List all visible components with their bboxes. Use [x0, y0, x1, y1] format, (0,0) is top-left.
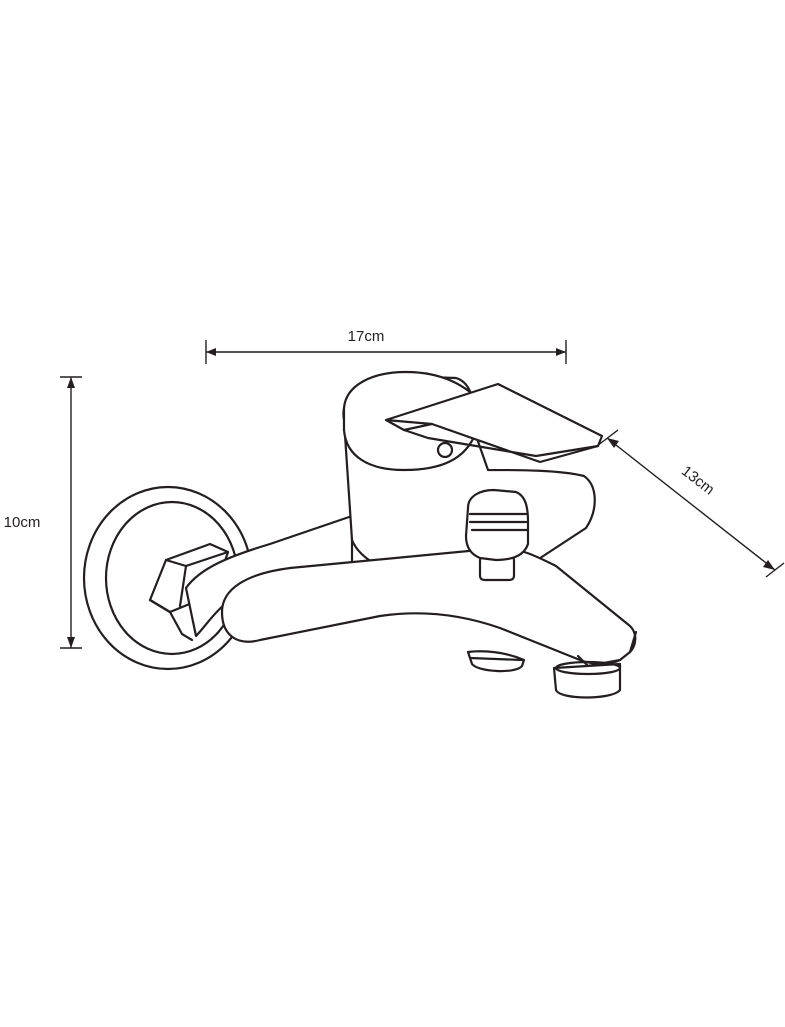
height-label: 10cm: [4, 514, 41, 531]
aerator: [552, 662, 622, 699]
height-dimension: 10cm: [4, 376, 82, 649]
pivot-pin: [436, 441, 454, 459]
width-label: 17cm: [348, 328, 385, 345]
depth-label: 13cm: [678, 462, 717, 498]
shower-outlet: [466, 650, 526, 673]
faucet-drawing: [82, 370, 638, 699]
width-dimension: 17cm: [205, 328, 567, 364]
depth-dimension: 13cm: [596, 429, 785, 578]
diverter-knob: [464, 488, 530, 582]
